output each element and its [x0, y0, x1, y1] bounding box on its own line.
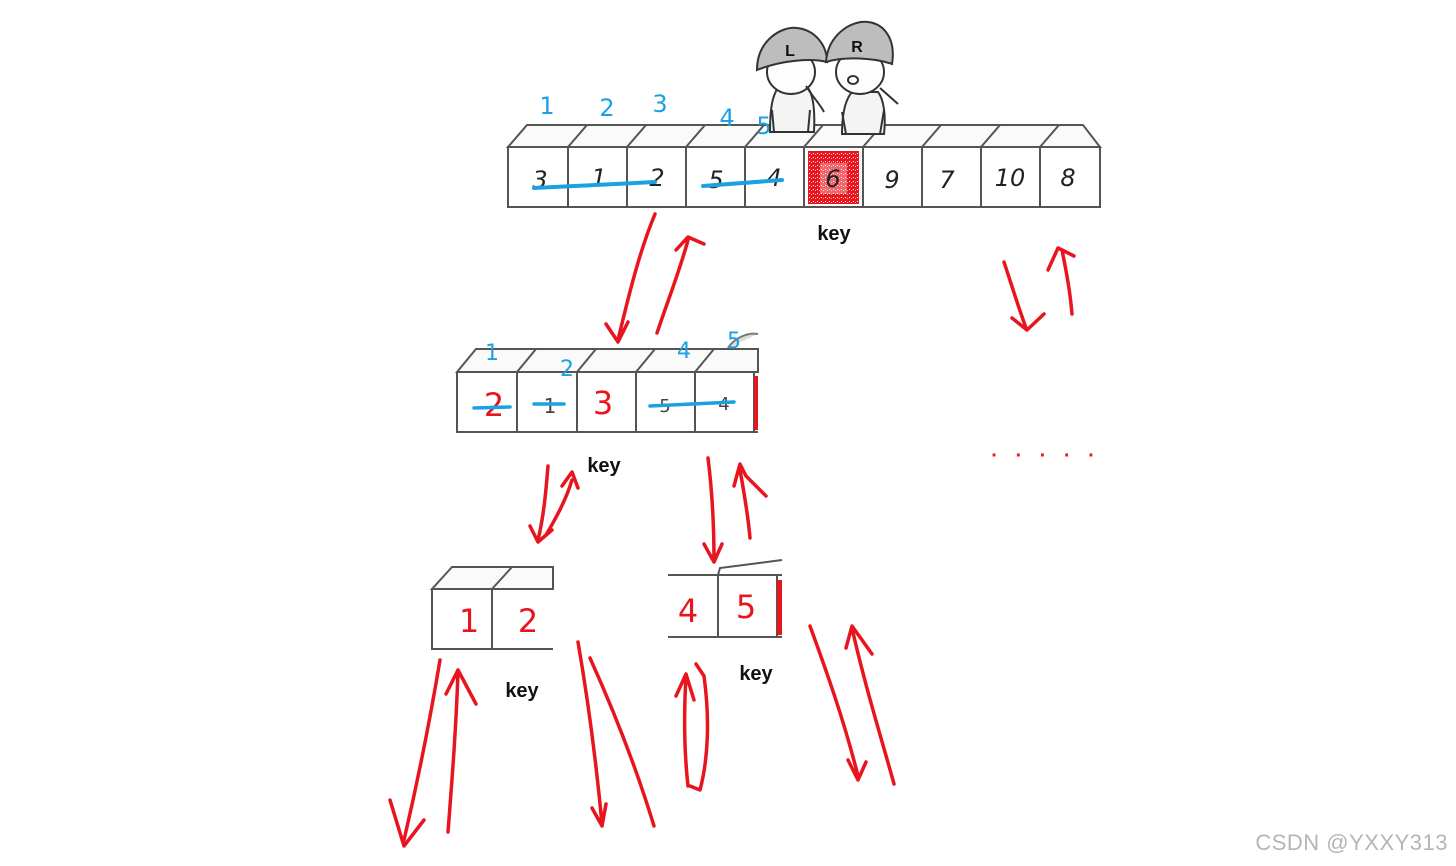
character-left-l [755, 26, 829, 133]
blue-index-1: 1 [539, 92, 554, 120]
left-cell-1: 2 [518, 602, 538, 640]
arrow-left-right-child-up [588, 656, 656, 828]
arrow-right-branch-up [1046, 246, 1076, 316]
top-key-label: key [817, 223, 851, 245]
blue-index-4: 4 [719, 104, 734, 132]
recursion-arrows [388, 212, 1076, 848]
top-blue-indices: 1 2 3 4 5 [539, 90, 771, 140]
blue-index-3: 3 [652, 90, 667, 118]
right-array-values: 4 5 [678, 588, 756, 630]
top-cell-2: 2 [649, 164, 664, 192]
continuation-ellipsis: · · · · · [991, 445, 1101, 467]
mid-cell-1: 1 [544, 394, 557, 418]
top-cell-5: 6 [825, 165, 840, 193]
arrow-mid-to-top-up [655, 235, 706, 335]
left-array [429, 566, 554, 650]
blue-index-2: 2 [599, 94, 614, 122]
mid-cell-4: 4 [718, 394, 729, 415]
mid-array [454, 348, 759, 433]
arrow-right-right-child-down [808, 624, 868, 782]
mid-blue-index-5: 5 [727, 329, 741, 354]
key-cell-highlight [808, 151, 859, 204]
arrow-right-left-child-loop [674, 662, 710, 792]
mid-blue-index-1: 1 [485, 341, 499, 366]
left-key-label: key [505, 680, 539, 702]
mid-array-cutoff-mark [754, 376, 758, 430]
mid-character-fragment [727, 332, 759, 349]
character-right-letter: R [851, 39, 863, 56]
arrow-left-child-up [444, 668, 478, 834]
blue-index-5: 5 [756, 112, 771, 140]
mid-cell-2: 3 [593, 384, 613, 422]
mid-cell-0: 2 [484, 386, 504, 424]
top-cell-7: 7 [939, 166, 955, 194]
arrow-left-child-down [388, 658, 442, 848]
top-cell-9: 8 [1060, 164, 1075, 192]
arrow-right-right-child-up [844, 624, 896, 786]
arrow-top-to-mid-down [604, 212, 657, 344]
character-left-letter: L [785, 43, 795, 60]
top-array-values: 3 1 2 5 4 6 9 7 10 8 [532, 164, 1075, 194]
right-cell-0: 4 [678, 592, 698, 630]
right-cell-1: 5 [736, 588, 756, 626]
top-cell-8: 10 [995, 164, 1026, 192]
right-key-label: key [739, 663, 773, 685]
arrow-mid-to-right-down [702, 456, 724, 564]
right-array-cutoff-mark [777, 580, 782, 635]
left-cell-0: 1 [459, 602, 479, 640]
top-cell-3: 5 [708, 166, 723, 194]
mid-key-label: key [587, 455, 621, 477]
mid-blue-index-2: 2 [560, 357, 574, 382]
watermark: CSDN @YXXY313 [1255, 830, 1448, 855]
mid-blue-indices: 1 2 4 5 [485, 329, 741, 382]
arrow-left-to-mid-up [544, 470, 580, 537]
left-array-values: 1 2 [459, 602, 538, 640]
top-cell-6: 9 [884, 166, 899, 194]
top-cell-4: 4 [766, 164, 781, 192]
arrow-right-branch-down [1002, 260, 1046, 332]
top-cell-1: 1 [591, 164, 606, 192]
mid-blue-strikes [472, 400, 736, 410]
arrow-left-right-child-down [576, 640, 608, 828]
mid-blue-index-4: 4 [677, 339, 691, 364]
top-blue-strikes [532, 178, 784, 190]
character-right-r [824, 20, 899, 135]
arrow-right-to-mid-up [732, 462, 768, 540]
top-array [505, 124, 1103, 208]
